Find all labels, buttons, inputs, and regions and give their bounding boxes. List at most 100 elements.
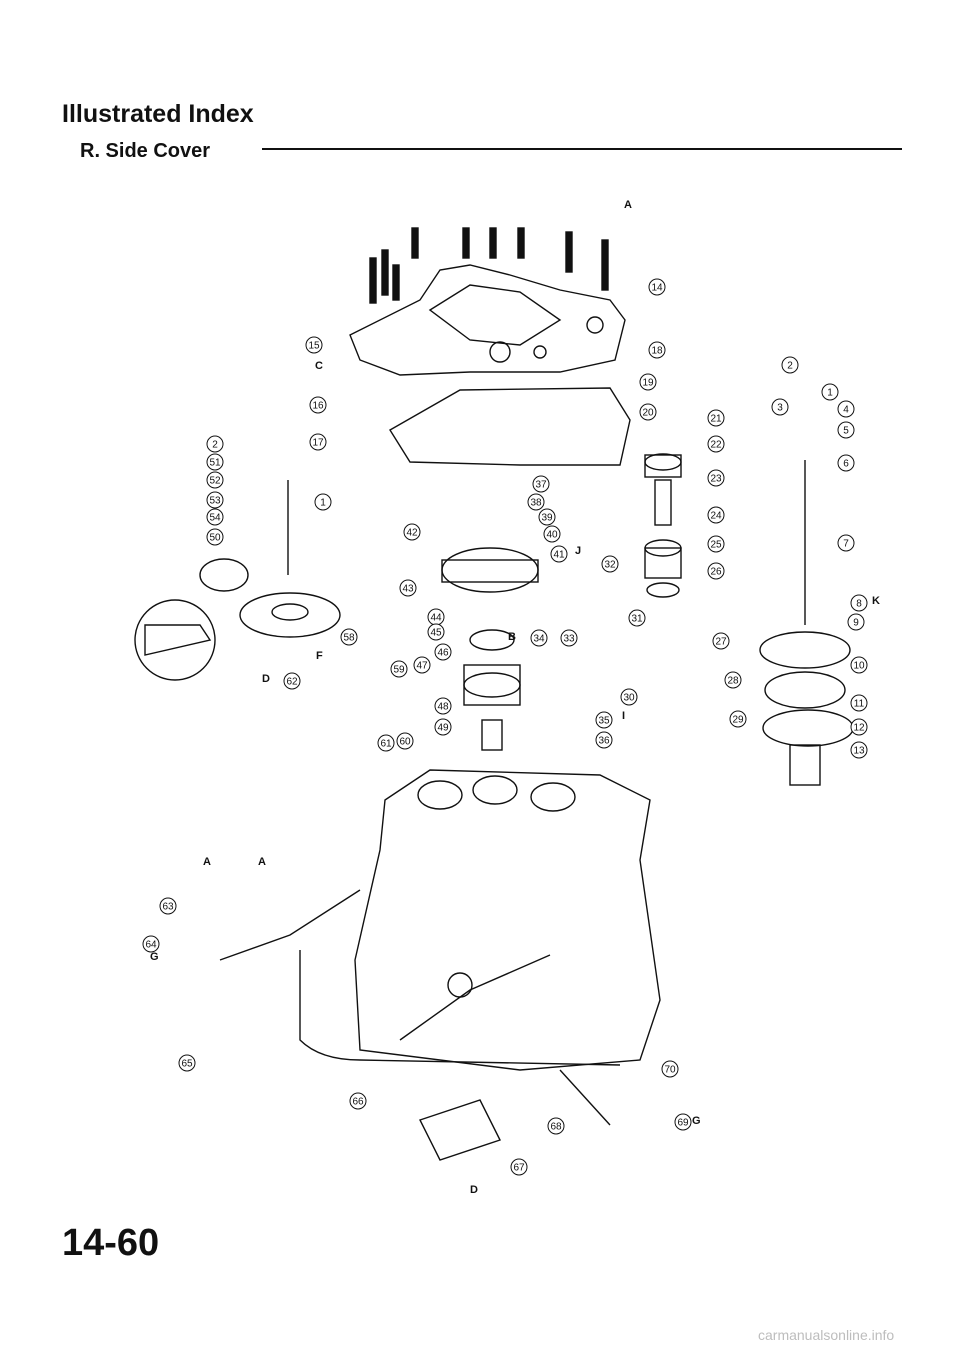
callout-number: 41 <box>553 550 565 561</box>
cover-bolts <box>369 227 609 304</box>
reference-letter: D <box>470 1184 478 1196</box>
callout-number: 38 <box>530 498 542 509</box>
callout-circle <box>530 629 548 647</box>
callout-circle <box>390 660 408 678</box>
callout-circle <box>340 628 358 646</box>
section-subtitle: R. Side Cover <box>80 140 211 162</box>
callout-number: 15 <box>308 341 320 352</box>
callout-number: 1 <box>827 388 833 399</box>
callout-number: 25 <box>710 540 722 551</box>
callout-number: 61 <box>380 739 392 750</box>
callout-number: 11 <box>854 699 865 710</box>
callout-circle <box>639 403 657 421</box>
callout-number: 58 <box>343 633 355 644</box>
callout-circle <box>543 525 561 543</box>
callout-number: 36 <box>598 736 610 747</box>
callout-circle <box>661 1060 679 1078</box>
callout-number: 12 <box>853 723 865 734</box>
callout-circle <box>837 421 855 439</box>
callout-number: 23 <box>710 474 722 485</box>
callout-circle <box>206 491 224 509</box>
callout-number: 34 <box>533 634 545 645</box>
callout-number: 35 <box>598 716 610 727</box>
callout-circle <box>399 579 417 597</box>
callout-circle <box>142 935 160 953</box>
callout-circle <box>850 718 868 736</box>
callout-circle <box>550 545 568 563</box>
callout-number: 30 <box>623 693 635 704</box>
callout-number: 51 <box>209 458 221 469</box>
callout-circle <box>309 396 327 414</box>
callout-number: 14 <box>651 283 663 294</box>
callout-circle <box>595 711 613 729</box>
callout-circle <box>403 523 421 541</box>
callout-circle <box>707 469 725 487</box>
reference-letter: I <box>622 710 625 722</box>
page-number: 14-60 <box>62 1222 160 1264</box>
callout-circle <box>206 471 224 489</box>
reference-letter: J <box>575 545 581 557</box>
callout-circle <box>837 400 855 418</box>
callout-circle <box>724 671 742 689</box>
reference-letter: F <box>316 650 323 662</box>
callout-circle <box>837 534 855 552</box>
callout-circle <box>729 710 747 728</box>
callout-number: 48 <box>437 702 449 713</box>
callout-circle <box>349 1092 367 1110</box>
callout-number: 7 <box>843 539 849 550</box>
callout-number: 66 <box>352 1097 364 1108</box>
callout-number: 60 <box>399 737 411 748</box>
callout-circle <box>159 897 177 915</box>
callout-number: 50 <box>209 533 221 544</box>
callout-number: 20 <box>642 408 654 419</box>
callout-circle <box>309 433 327 451</box>
callout-circle <box>538 508 556 526</box>
callout-number: 17 <box>312 438 324 449</box>
callout-number: 22 <box>710 440 722 451</box>
callout-number: 28 <box>727 676 739 687</box>
callout-circle <box>434 697 452 715</box>
callout-number: 8 <box>856 599 862 610</box>
callout-circle <box>377 734 395 752</box>
callout-number: 47 <box>416 661 428 672</box>
reference-letter: G <box>692 1115 701 1127</box>
callout-number: 54 <box>209 513 221 524</box>
left-gear <box>239 592 341 638</box>
callout-number: 49 <box>437 723 449 734</box>
callout-circle <box>821 383 839 401</box>
callout-number: 70 <box>664 1065 676 1076</box>
callout-number: 45 <box>430 628 442 639</box>
callout-circle <box>560 629 578 647</box>
reference-letter: G <box>150 951 159 963</box>
callout-number: 39 <box>541 513 553 524</box>
reference-letter: C <box>315 360 323 372</box>
callout-circle <box>707 435 725 453</box>
callout-circle <box>527 493 545 511</box>
callout-circle <box>206 528 224 546</box>
callout-number: 68 <box>550 1122 562 1133</box>
callout-number: 42 <box>406 528 418 539</box>
reference-letter: B <box>508 631 516 643</box>
callout-number: 64 <box>145 940 157 951</box>
callout-number: 19 <box>642 378 654 389</box>
callout-circle <box>771 398 789 416</box>
title-rule <box>262 148 902 150</box>
callout-number: 65 <box>181 1059 193 1070</box>
callout-circle <box>620 688 638 706</box>
callout-number: 62 <box>286 677 298 688</box>
transmission-case <box>354 769 661 1071</box>
callout-circle <box>434 718 452 736</box>
callout-circle <box>850 741 868 759</box>
callout-circle <box>850 656 868 674</box>
callout-number: 43 <box>402 584 414 595</box>
callout-circle <box>283 672 301 690</box>
callout-circle <box>707 535 725 553</box>
callout-circle <box>850 594 868 612</box>
callout-number: 46 <box>437 648 449 659</box>
callout-circle <box>206 508 224 526</box>
callout-circle <box>206 435 224 453</box>
reference-letter: A <box>624 199 632 211</box>
callout-circle <box>595 731 613 749</box>
